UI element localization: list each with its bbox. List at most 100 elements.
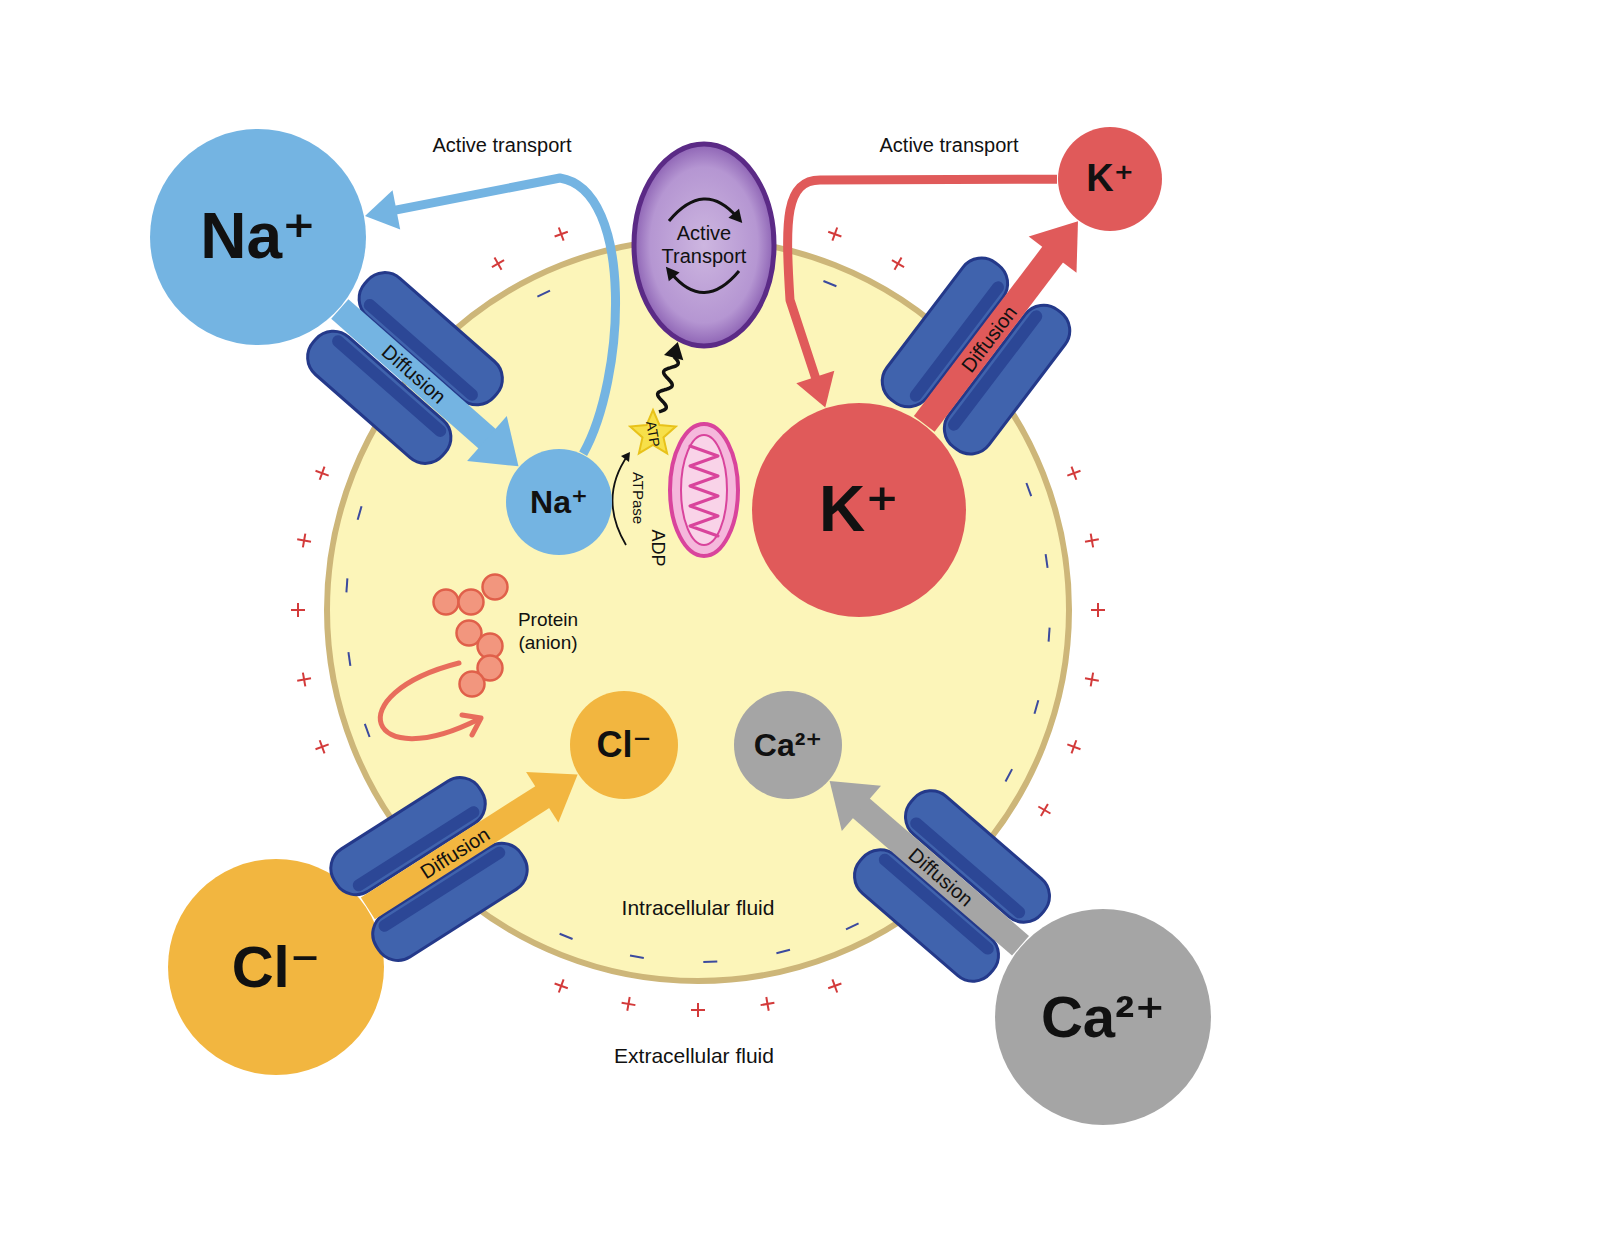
positive-charge-mark [552, 225, 570, 243]
charge-stroke [320, 467, 325, 480]
node-label: Ca²⁺ [1041, 984, 1165, 1051]
positive-charge-mark [296, 532, 312, 548]
ion-disc [1058, 127, 1162, 231]
node-text-box: ATP [630, 411, 676, 457]
atp-star: ATP [630, 411, 676, 457]
positive-charge-mark [1065, 738, 1083, 756]
protein-bead [483, 575, 508, 600]
positive-charge-mark [313, 738, 331, 756]
ion-circle: K⁺ [1057, 126, 1163, 232]
node-text-box: K⁺ [1057, 126, 1163, 232]
protein-bead [434, 590, 459, 615]
positive-charge-mark [1084, 671, 1100, 687]
protein-bead [459, 590, 484, 615]
node-label: K⁺ [1086, 157, 1134, 201]
ion-circle: Na⁺ [505, 448, 613, 556]
connector-label: Active transport [433, 135, 572, 155]
positive-charge-mark [291, 603, 305, 617]
positive-charge-mark [1035, 800, 1054, 819]
mitochondrion-inner [681, 435, 727, 545]
charge-stroke [1091, 673, 1093, 687]
pump-ellipse: Active Transport [631, 141, 777, 349]
charge-stroke [828, 984, 841, 989]
enzyme-label: ATPase [629, 472, 647, 524]
positive-charge-mark [888, 254, 907, 273]
transport-arrow-head [365, 190, 400, 229]
ion-circle: Cl⁻ [569, 690, 679, 800]
charge-stroke [761, 1003, 775, 1005]
positive-charge-mark [1084, 532, 1100, 548]
ion-circle: Ca²⁺ [733, 690, 843, 800]
ion-disc [752, 403, 966, 617]
cycle-arrow [669, 199, 737, 221]
charge-stroke [492, 260, 504, 267]
positive-charge-mark [488, 254, 507, 273]
charge-stroke [1041, 804, 1048, 816]
node-label: Na⁺ [530, 484, 588, 521]
node-text-box: Na⁺ [505, 448, 613, 556]
node-label: Na⁺ [200, 200, 316, 274]
positive-charge-mark [1091, 603, 1105, 617]
charge-stroke [622, 1003, 636, 1005]
molecule-label: ADP [646, 529, 668, 566]
mitochondrion-outer [670, 424, 738, 556]
positive-charge-mark [552, 977, 570, 995]
region-label: Extracellular fluid [614, 1043, 774, 1068]
ion-circle: Na⁺ [149, 128, 367, 346]
charge-stroke [1091, 534, 1093, 548]
positive-charge-mark [826, 977, 844, 995]
charge-stroke [892, 260, 904, 267]
charge-stroke [828, 232, 841, 237]
charge-stroke [1072, 467, 1077, 480]
node-text-box: Ca²⁺ [994, 908, 1212, 1126]
node-label: Cl⁻ [232, 934, 321, 1001]
diffusion-arrow-head [1029, 221, 1078, 273]
ion-circle: Ca²⁺ [994, 908, 1212, 1126]
mitochondrion-cristae [690, 446, 718, 536]
positive-charge-mark [296, 671, 312, 687]
charge-stroke [303, 534, 305, 548]
charge-stroke [691, 1009, 705, 1011]
node-text-box: K⁺ [751, 402, 967, 618]
charge-stroke [1072, 740, 1077, 753]
charge-stroke [320, 740, 325, 753]
positive-charge-mark [620, 996, 636, 1012]
ion-disc [570, 691, 678, 799]
ion-circle: K⁺ [751, 402, 967, 618]
positive-charge-mark [759, 996, 775, 1012]
negative-charge-mark [703, 961, 717, 962]
protein-bead [460, 672, 485, 697]
cycle-arrow-head [666, 267, 680, 281]
node-label: Active Transport [648, 222, 760, 268]
positive-charge-mark [691, 1003, 705, 1017]
charge-stroke [297, 603, 299, 617]
cycle-arrow [671, 271, 739, 293]
node-text-box: Ca²⁺ [733, 690, 843, 800]
charge-stroke [303, 673, 305, 687]
positive-charge-mark [1065, 464, 1083, 482]
ion-disc [995, 909, 1211, 1125]
charge-stroke [1097, 603, 1099, 617]
channel-groove [330, 333, 449, 440]
node-text-box: Na⁺ [149, 128, 367, 346]
charge-stroke [555, 984, 568, 989]
cell-membrane [327, 239, 1069, 981]
ion-disc [506, 449, 612, 555]
ion-disc [150, 129, 366, 345]
node-text-box: Active Transport [631, 141, 777, 349]
connector-label: Active transport [880, 135, 1019, 155]
charge-stroke [555, 232, 568, 237]
node-label: ATP [643, 420, 663, 449]
positive-charge-mark [313, 464, 331, 482]
mitochondrion [670, 424, 738, 556]
annotation-label: Protein (anion) [505, 609, 591, 655]
node-label: Ca²⁺ [754, 727, 822, 764]
node-label: Cl⁻ [596, 724, 651, 765]
pump-outline [634, 144, 774, 346]
ion-disc [168, 859, 384, 1075]
ion-disc [734, 691, 842, 799]
node-text-box: Cl⁻ [569, 690, 679, 800]
positive-charge-mark [826, 225, 844, 243]
